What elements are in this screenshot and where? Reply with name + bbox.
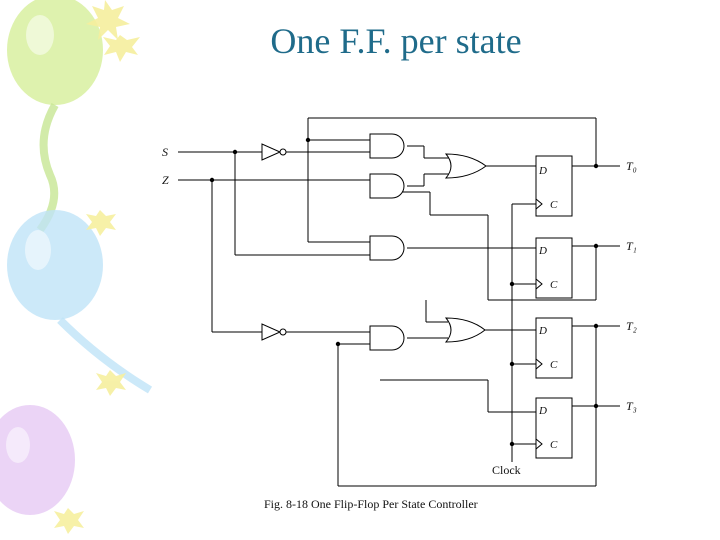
or-gate-1 [444, 153, 487, 179]
ff1-c-label: C [550, 279, 558, 291]
input-label-s: S [162, 145, 168, 159]
flip-flop-2 [535, 317, 573, 379]
or-gate-2 [444, 317, 486, 343]
and-gate-2 [369, 173, 405, 199]
and-gate-4 [369, 325, 405, 351]
output-label-t0: T₀ [626, 159, 637, 173]
and-gate-1 [369, 133, 405, 159]
star-sparkles-icon [54, 0, 140, 534]
ff2-d-label: D [538, 325, 547, 337]
output-label-t3: T₃ [626, 399, 637, 413]
ff1-d-label: D [538, 245, 547, 257]
ff0-d-label: D [538, 165, 547, 177]
ff3-d-label: D [538, 405, 547, 417]
blue-balloon-icon [7, 210, 153, 394]
flip-flop-1 [535, 237, 573, 299]
and-gate-3 [369, 235, 405, 261]
ff0-c-label: C [550, 199, 558, 211]
output-label-t1: T₁ [626, 239, 637, 253]
not-gate-2 [261, 323, 287, 341]
ff2-c-label: C [550, 359, 558, 371]
figure-caption: Fig. 8-18 One Flip-Flop Per State Contro… [264, 497, 478, 511]
purple-balloon-icon [0, 405, 75, 515]
not-gate-1 [261, 143, 287, 161]
ff3-c-label: C [550, 439, 558, 451]
flip-flop-3 [535, 397, 573, 459]
clock-label: Clock [492, 463, 521, 477]
output-label-t2: T₂ [626, 319, 637, 333]
page-title: One F.F. per state [270, 21, 522, 61]
flip-flop-0 [535, 155, 573, 217]
input-label-z: Z [162, 173, 169, 187]
